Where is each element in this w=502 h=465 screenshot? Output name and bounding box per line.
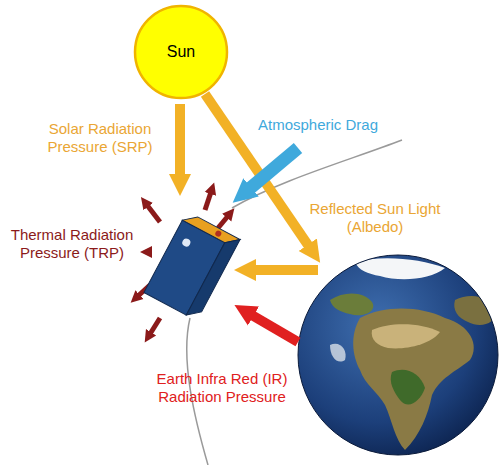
earth (298, 255, 498, 455)
drag-label: Atmospheric Drag (243, 116, 393, 134)
trp-label: Thermal Radiation Pressure (TRP) (5, 226, 140, 262)
orbit-line (232, 140, 402, 208)
srp-label: Solar Radiation Pressure (SRP) (35, 120, 165, 156)
ir-label: Earth Infra Red (IR) Radiation Pressure (147, 370, 297, 406)
sun-node: Sun (133, 4, 229, 100)
sun-label: Sun (167, 43, 195, 61)
satellite (144, 211, 240, 320)
ir-arrow (250, 314, 298, 342)
drag-arrow (248, 148, 298, 190)
albedo-arrow (252, 265, 318, 275)
srp-arrow (175, 104, 185, 178)
albedo-label: Reflected Sun Light (Albedo) (300, 200, 450, 236)
